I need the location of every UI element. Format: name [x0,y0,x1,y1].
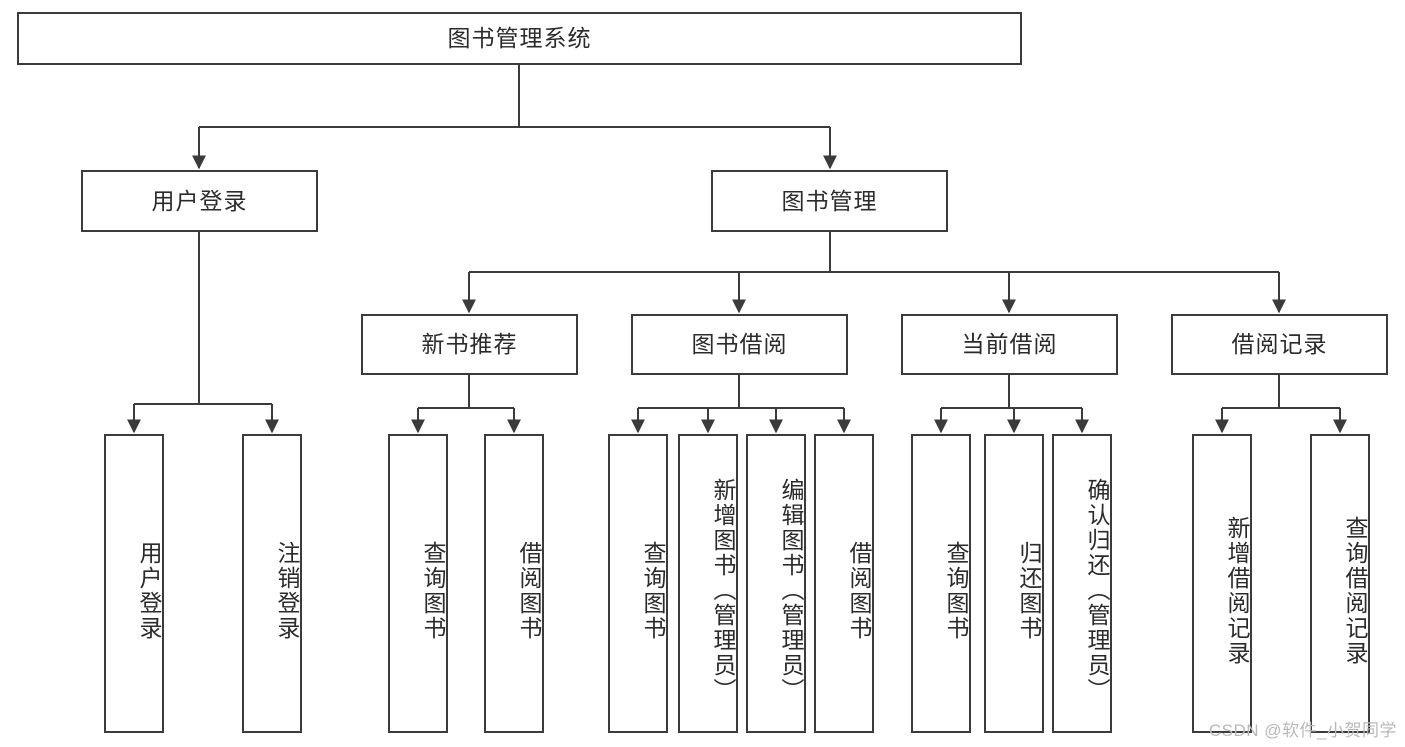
leaf-current-confirm-return-admin-label: 确认归还（管理员） [1084,478,1110,703]
leaf-user-login[interactable]: 用户登录 [104,434,164,733]
node-book-management-label: 图书管理 [781,187,878,214]
node-new-book-recommend[interactable]: 新书推荐 [361,314,578,375]
leaf-records-query-record-label: 查询借阅记录 [1342,515,1368,666]
leaf-borrow-lend-book[interactable]: 借阅图书 [814,434,874,733]
node-borrow-records-label: 借阅记录 [1231,331,1328,357]
leaf-current-query-book[interactable]: 查询图书 [911,434,971,733]
leaf-borrow-edit-book-admin-label: 编辑图书（管理员） [778,478,804,703]
leaf-records-add-record-label: 新增借阅记录 [1224,515,1250,666]
leaf-newbook-query-book[interactable]: 查询图书 [388,434,448,733]
leaf-records-add-record[interactable]: 新增借阅记录 [1192,434,1252,733]
leaf-newbook-query-book-label: 查询图书 [420,540,446,641]
leaf-borrow-edit-book-admin[interactable]: 编辑图书（管理员） [746,434,806,733]
leaf-logout[interactable]: 注销登录 [242,434,302,733]
leaf-current-return-book[interactable]: 归还图书 [984,434,1044,733]
leaf-borrow-add-book-admin-label: 新增图书（管理员） [710,478,736,703]
node-book-borrow-label: 图书借阅 [691,331,788,357]
leaf-borrow-lend-book-label: 借阅图书 [846,540,872,641]
leaf-records-query-record[interactable]: 查询借阅记录 [1310,434,1370,733]
leaf-borrow-query-book-label: 查询图书 [640,540,666,641]
node-user-login[interactable]: 用户登录 [81,170,318,232]
leaf-borrow-add-book-admin[interactable]: 新增图书（管理员） [678,434,738,733]
leaf-newbook-borrow-book-label: 借阅图书 [516,540,542,641]
leaf-current-query-book-label: 查询图书 [943,540,969,641]
leaf-current-return-book-label: 归还图书 [1016,540,1042,641]
node-root[interactable]: 图书管理系统 [17,12,1022,65]
node-book-management[interactable]: 图书管理 [711,170,948,232]
csdn-watermark: CSDN @软件_小贺同学 [1208,721,1397,740]
node-current-borrow[interactable]: 当前借阅 [901,314,1118,375]
node-book-borrow[interactable]: 图书借阅 [631,314,848,375]
node-current-borrow-label: 当前借阅 [961,331,1058,357]
node-new-book-recommend-label: 新书推荐 [421,331,518,357]
leaf-user-login-label: 用户登录 [136,540,162,641]
leaf-borrow-query-book[interactable]: 查询图书 [608,434,668,733]
node-user-login-label: 用户登录 [151,187,248,214]
leaf-newbook-borrow-book[interactable]: 借阅图书 [484,434,544,733]
leaf-logout-label: 注销登录 [274,540,300,641]
leaf-current-confirm-return-admin[interactable]: 确认归还（管理员） [1052,434,1112,733]
node-borrow-records[interactable]: 借阅记录 [1171,314,1388,375]
node-root-label: 图书管理系统 [447,25,592,51]
